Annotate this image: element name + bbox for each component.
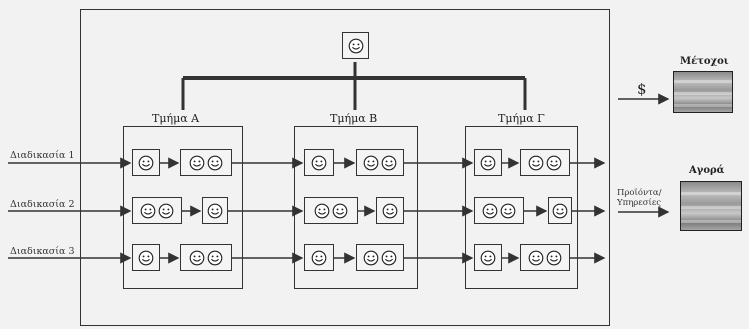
employee-box xyxy=(304,197,358,224)
process-1-label: Διαδικασία 1 xyxy=(10,150,75,161)
products-label-line-1: Προϊόντα/ xyxy=(617,188,661,198)
department-a-label: Τμήμα Α xyxy=(152,112,199,125)
smiley-face-icon xyxy=(189,155,205,171)
smiley-face-icon xyxy=(552,203,568,219)
smiley-face-icon xyxy=(363,155,379,171)
employee-box xyxy=(356,149,404,176)
manager-box xyxy=(342,32,369,59)
smiley-face-icon xyxy=(207,155,223,171)
process-3-label: Διαδικασία 3 xyxy=(10,246,75,257)
employee-box xyxy=(474,197,524,224)
smiley-face-icon xyxy=(528,155,544,171)
smiley-face-icon xyxy=(381,155,397,171)
smiley-face-icon xyxy=(207,203,223,219)
smiley-face-icon xyxy=(138,155,154,171)
smiley-face-icon xyxy=(348,38,364,54)
employee-box xyxy=(548,197,572,224)
employee-box xyxy=(474,149,502,176)
products-services-label: Προϊόντα/ Υπηρεσίες xyxy=(617,188,661,208)
smiley-face-icon xyxy=(382,203,398,219)
smiley-face-icon xyxy=(140,203,156,219)
market-label: Αγορά xyxy=(689,165,724,176)
process-2-label: Διαδικασία 2 xyxy=(10,199,75,210)
employee-box xyxy=(520,244,570,271)
smiley-face-icon xyxy=(500,203,516,219)
smiley-face-icon xyxy=(138,250,154,266)
smiley-face-icon xyxy=(314,203,330,219)
employee-box xyxy=(474,244,502,271)
market-image xyxy=(680,181,742,231)
smiley-face-icon xyxy=(311,155,327,171)
employee-box xyxy=(202,197,228,224)
employee-box xyxy=(304,149,334,176)
smiley-face-icon xyxy=(480,155,496,171)
employee-box xyxy=(132,244,160,271)
employee-box xyxy=(132,149,160,176)
smiley-face-icon xyxy=(189,250,205,266)
employee-box xyxy=(356,244,404,271)
employee-box xyxy=(520,149,570,176)
smiley-face-icon xyxy=(482,203,498,219)
smiley-face-icon xyxy=(381,250,397,266)
smiley-face-icon xyxy=(158,203,174,219)
employee-box xyxy=(304,244,334,271)
employee-box xyxy=(180,244,232,271)
smiley-face-icon xyxy=(311,250,327,266)
department-c-label: Τμήμα Γ xyxy=(498,112,545,125)
employee-box xyxy=(376,197,404,224)
department-b-label: Τμήμα Β xyxy=(330,112,377,125)
shareholders-label: Μέτοχοι xyxy=(680,56,729,67)
smiley-face-icon xyxy=(363,250,379,266)
money-symbol: $ xyxy=(637,80,647,98)
smiley-face-icon xyxy=(332,203,348,219)
employee-box xyxy=(180,149,232,176)
employee-box xyxy=(132,197,182,224)
products-label-line-2: Υπηρεσίες xyxy=(617,198,661,208)
smiley-face-icon xyxy=(546,155,562,171)
shareholders-image xyxy=(673,71,733,113)
smiley-face-icon xyxy=(546,250,562,266)
smiley-face-icon xyxy=(207,250,223,266)
smiley-face-icon xyxy=(480,250,496,266)
smiley-face-icon xyxy=(528,250,544,266)
